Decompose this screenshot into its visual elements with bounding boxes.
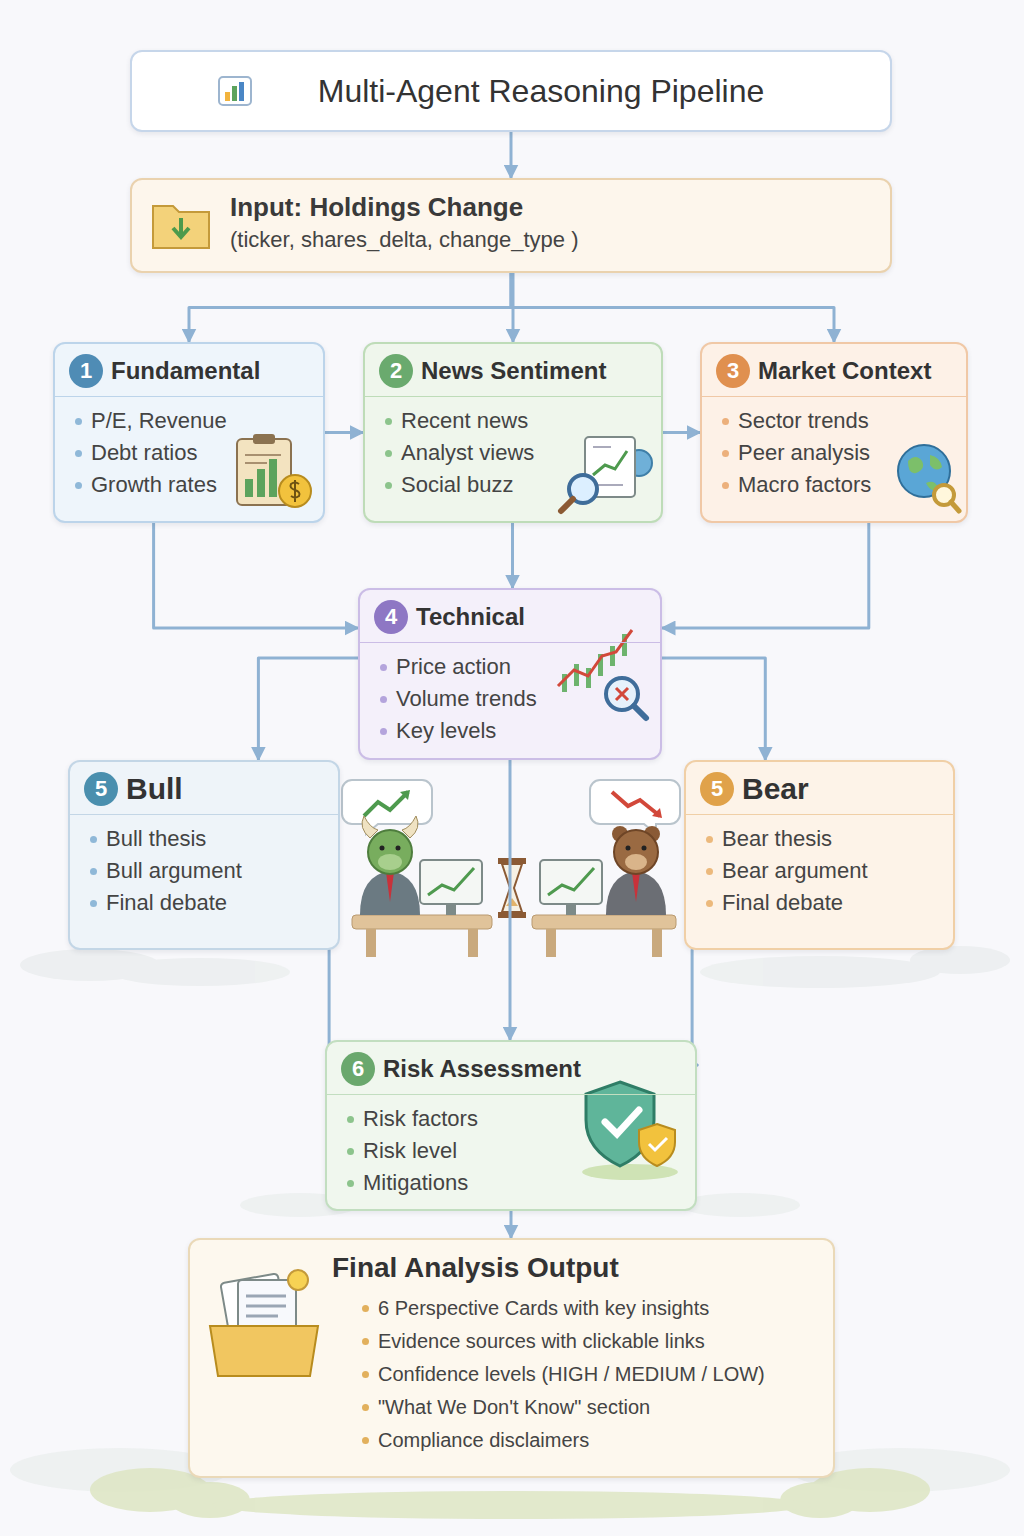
bullet-item: Final debate	[88, 887, 326, 919]
chart-icon	[218, 76, 252, 106]
card-heading: Market Context	[758, 357, 931, 385]
card-heading: Fundamental	[111, 357, 260, 385]
card-header: 4 Technical	[360, 590, 660, 643]
connector-arrow	[325, 431, 363, 434]
bullet-item: Recent news	[383, 405, 649, 437]
bullet-list: Bull thesisBull argumentFinal debate	[70, 815, 338, 929]
connector-arrow	[258, 658, 358, 760]
bullet-item: Social buzz	[383, 469, 649, 501]
news-icon	[555, 433, 655, 515]
bullet-item: 6 Perspective Cards with key insights	[360, 1292, 819, 1325]
agent-card: 2 News SentimentRecent newsAnalyst viewsS…	[363, 342, 663, 523]
chart-magnifier-icon	[554, 624, 654, 724]
connector-arrow	[511, 523, 514, 588]
bullet-item: Growth rates	[73, 469, 311, 501]
card-heading: News Sentiment	[421, 357, 606, 385]
connector-arrow	[510, 1211, 513, 1238]
card-header: 1 Fundamental	[55, 344, 323, 397]
bullet-list: Price actionVolume trendsKey levels	[360, 643, 660, 757]
connector-arrow	[154, 523, 358, 628]
folder-files-icon	[204, 1266, 324, 1386]
callout-number: 5	[84, 772, 118, 806]
connector-arrow	[510, 132, 513, 178]
bullet-item: Sector trends	[720, 405, 954, 437]
bullet-list: Bear thesisBear argumentFinal debate	[686, 815, 953, 929]
callout-number: 6	[341, 1052, 375, 1086]
bullet-item: Volume trends	[378, 683, 648, 715]
callout-number: 3	[716, 354, 750, 388]
connector-arrow	[189, 273, 511, 342]
callout-number: 2	[379, 354, 413, 388]
bullet-item: Confidence levels (HIGH / MEDIUM / LOW)	[360, 1358, 819, 1391]
card-heading: Risk Assessment	[383, 1055, 581, 1083]
box-heading: Input: Holdings Change	[132, 180, 890, 225]
input-box: Input: Holdings Change(ticker, shares_de…	[130, 178, 892, 273]
connector-arrow	[662, 658, 765, 760]
bullet-item: Price action	[378, 651, 648, 683]
bullet-item: "What We Don't Know" section	[360, 1391, 819, 1424]
bullet-item: Mitigations	[345, 1167, 683, 1199]
bullet-item: Risk level	[345, 1135, 683, 1167]
bullet-item: Bear thesis	[704, 823, 941, 855]
bullet-item: Peer analysis	[720, 437, 954, 469]
connector-arrow	[663, 431, 700, 434]
debate-card: 5BearBear thesisBear argumentFinal debat…	[684, 760, 955, 950]
bullet-list: Recent newsAnalyst viewsSocial buzz	[365, 397, 661, 511]
connector-arrow	[662, 523, 869, 628]
bullet-item: Compliance disclaimers	[360, 1424, 819, 1457]
clipboard-icon	[231, 429, 317, 515]
agent-card: 6 Risk AssessmentRisk factorsRisk levelMi…	[325, 1040, 697, 1211]
box-subtext: (ticker, shares_delta, change_type )	[132, 225, 890, 265]
hourglass-icon	[498, 858, 526, 918]
card-header: 5Bear	[686, 762, 953, 815]
callout-number: 5	[700, 772, 734, 806]
box-heading: Final Analysis Output	[190, 1240, 833, 1292]
bullet-item: Bull argument	[88, 855, 326, 887]
card-heading: Bear	[742, 772, 809, 806]
output-box: Final Analysis Output6 Perspective Cards…	[188, 1238, 835, 1478]
agent-card: 3 Market ContextSector trendsPeer analysi…	[700, 342, 968, 523]
bullet-item: Bear argument	[704, 855, 941, 887]
agent-card: 1 FundamentalP/E, RevenueDebt ratiosGrowt…	[53, 342, 325, 523]
callout-number: 1	[69, 354, 103, 388]
connector-arrow	[509, 760, 512, 1040]
bullet-item: Evidence sources with clickable links	[360, 1325, 819, 1358]
bullet-item: Bull thesis	[88, 823, 326, 855]
bullet-item: P/E, Revenue	[73, 405, 311, 437]
folder-icon	[150, 196, 212, 252]
bullet-item: Risk factors	[345, 1103, 683, 1135]
bullet-item: Macro factors	[720, 469, 954, 501]
bullet-list: Sector trendsPeer analysisMacro factors	[702, 397, 966, 511]
bullet-item: Analyst views	[383, 437, 649, 469]
bear-figure	[532, 780, 680, 957]
title-text: Multi-Agent Reasoning Pipeline	[132, 52, 890, 130]
bullet-item: Debt ratios	[73, 437, 311, 469]
debate-card: 5BullBull thesisBull argumentFinal debat…	[68, 760, 340, 950]
card-heading: Technical	[416, 603, 525, 631]
title-box: Multi-Agent Reasoning Pipeline	[130, 50, 892, 132]
bullet-list: Risk factorsRisk levelMitigations	[327, 1095, 695, 1209]
card-header: 3 Market Context	[702, 344, 966, 397]
bullet-list: P/E, RevenueDebt ratiosGrowth rates	[55, 397, 323, 511]
card-header: 5Bull	[70, 762, 338, 815]
callout-number: 4	[374, 600, 408, 634]
card-header: 6 Risk Assessment	[327, 1042, 695, 1095]
card-heading: Bull	[126, 772, 183, 806]
globe-icon	[892, 437, 962, 517]
connector-arrow	[511, 273, 834, 342]
bullet-item: Final debate	[704, 887, 941, 919]
bullet-item: Key levels	[378, 715, 648, 747]
agent-card: 4 TechnicalPrice actionVolume trendsKey l…	[358, 588, 662, 760]
shield-icon	[575, 1072, 685, 1182]
bull-figure	[342, 780, 492, 957]
card-header: 2 News Sentiment	[365, 344, 661, 397]
